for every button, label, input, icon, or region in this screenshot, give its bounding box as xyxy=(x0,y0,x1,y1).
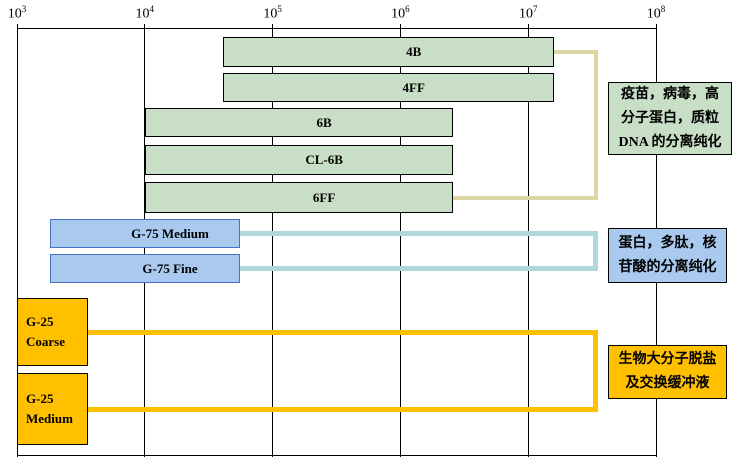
media-bar-g-75-fine: G-75 Fine xyxy=(49,254,241,283)
axis-tick-label: 107 xyxy=(518,4,538,22)
connector-g25-vertical-line xyxy=(593,329,598,412)
media-bar-cl-6b: CL-6B xyxy=(144,145,454,175)
decade-gridline xyxy=(16,24,18,457)
connector-g75-top-line xyxy=(240,231,598,236)
connector-sepharose-vertical-line xyxy=(594,50,598,200)
axis-tick-exponent: 7 xyxy=(532,4,538,14)
axis-tick-exponent: 3 xyxy=(21,4,27,14)
decade-gridline xyxy=(272,24,274,457)
media-bar-g-75-medium: G-75 Medium xyxy=(49,219,241,248)
connector-g75-bottom-line xyxy=(240,266,598,271)
decade-gridline xyxy=(527,24,529,457)
media-bar-g-25-medium: G-25 Medium xyxy=(17,373,89,445)
annotation-box-g25: 生物大分子脱盐 及交换缓冲液 xyxy=(608,345,727,399)
media-bar-4b: 4B xyxy=(223,37,555,67)
media-bar-4ff: 4FF xyxy=(223,73,555,102)
media-bar-6ff: 6FF xyxy=(144,182,454,213)
axis-tick-label: 104 xyxy=(135,4,155,22)
top-axis-line xyxy=(17,28,656,29)
axis-tick-label: 105 xyxy=(263,4,282,22)
connector-sepharose-top-line xyxy=(554,50,598,54)
annotation-box-g75: 蛋白，多肽，核 苷酸的分离纯化 xyxy=(608,228,727,283)
connector-g25-bottom-line xyxy=(88,406,598,412)
axis-tick-label: 108 xyxy=(646,4,666,22)
axis-tick-label: 106 xyxy=(391,4,410,22)
connector-g25-top-line xyxy=(88,329,598,335)
axis-tick-exponent: 8 xyxy=(660,4,666,14)
media-bar-g-25-coarse: G-25 Coarse xyxy=(17,298,89,366)
axis-tick-exponent: 6 xyxy=(405,4,410,14)
decade-gridline xyxy=(399,24,401,457)
axis-tick-exponent: 4 xyxy=(149,4,155,14)
bottom-axis-line xyxy=(17,455,656,456)
axis-tick-exponent: 5 xyxy=(277,4,282,14)
axis-tick-label: 103 xyxy=(7,4,27,22)
annotation-box-sepharose: 疫苗，病毒，高 分子蛋白，质粒 DNA 的分离纯化 xyxy=(608,82,732,155)
connector-sepharose-bottom-line xyxy=(453,195,598,200)
media-bar-6b: 6B xyxy=(144,108,454,137)
connector-g75-vertical-line xyxy=(593,231,598,271)
